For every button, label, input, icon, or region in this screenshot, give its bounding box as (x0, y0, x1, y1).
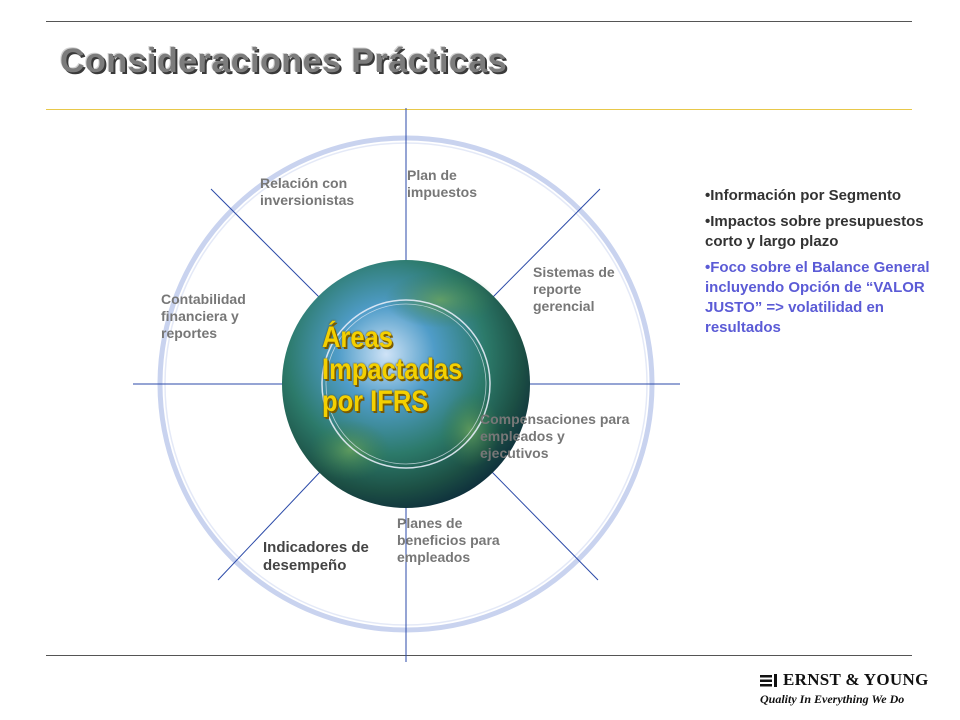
top-rule (46, 21, 912, 22)
globe-icon (282, 260, 530, 508)
title-underline (46, 109, 912, 110)
brand-name: ERNST & YOUNG (783, 670, 929, 689)
spokes (133, 108, 680, 662)
segment-performance-indicators: Indicadores de desempeño (263, 539, 369, 574)
brand-tagline: Quality In Everything We Do (760, 692, 905, 706)
bullet-list: •Información por Segmento •Impactos sobr… (705, 186, 955, 344)
slide-title: Consideraciones Prácticas (60, 42, 508, 80)
bullet-item: •Impactos sobre presupuestos corto y lar… (705, 213, 924, 250)
segment-management-reporting: Sistemas de reporte gerencial (533, 264, 615, 314)
brand-logo: ERNST & YOUNG Quality In Everything We D… (760, 670, 930, 707)
bullet-item-highlight: •Foco sobre el Balance General incluyend… (705, 259, 930, 336)
segment-benefit-plans: Planes de beneficios para empleados (397, 515, 500, 565)
spoke-bottom-right (491, 471, 599, 581)
bottom-rule (46, 655, 912, 656)
segment-compensation: Compensaciones para empleados y ejecutiv… (480, 411, 630, 461)
segment-investor-relations: Relación con inversionistas (260, 175, 355, 208)
segment-financial-accounting: Contabilidad financiera y reportes (161, 291, 246, 341)
spoke-top-left (210, 188, 321, 299)
spoke-bottom-left (217, 471, 321, 581)
bullet-item: •Información por Segmento (705, 187, 902, 204)
ey-bars-icon (760, 673, 777, 687)
segment-tax-plan: Plan de impuestos (407, 167, 478, 200)
center-title: Áreas Impactadas por IFRS (322, 321, 463, 418)
spoke-top-right (491, 188, 601, 299)
